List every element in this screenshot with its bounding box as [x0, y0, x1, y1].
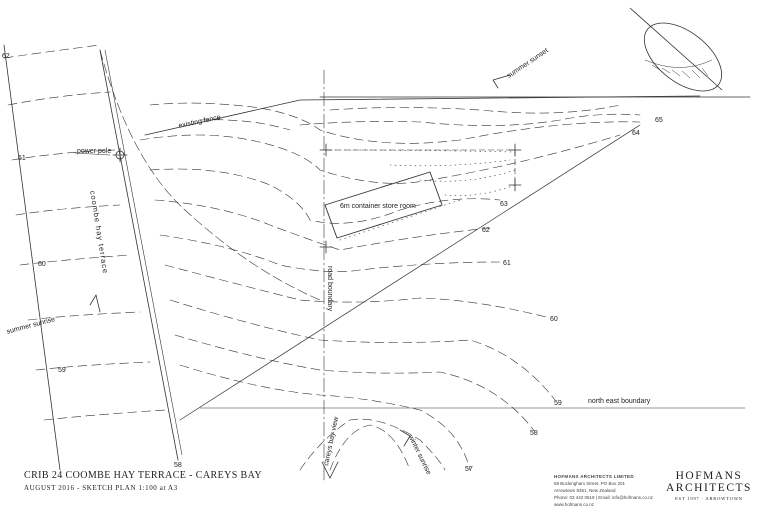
contour-label: 57 [465, 466, 473, 473]
power-pole-icon [112, 147, 128, 163]
contour-label: 63 [500, 201, 508, 208]
upper-boundary-line [99, 49, 321, 301]
street-boundary-line [99, 49, 179, 461]
firm-name: HOFMANS ARCHITECTS LIMITED [554, 474, 634, 479]
contour-label: 60 [550, 316, 558, 323]
contour-label: 61 [503, 260, 511, 267]
firm-address-line: Arrowtown 9351, New Zealand [554, 488, 616, 493]
contour-label: 58 [174, 462, 182, 469]
sun-direction-arrows [89, 74, 511, 479]
drawing-subtitle: AUGUST 2016 - SKETCH PLAN 1:100 at A3 [24, 484, 178, 492]
fence-line [144, 95, 701, 136]
container-store-room [324, 171, 443, 239]
logo-line-2: ARCHITECTS [666, 482, 752, 494]
street-boundary-line [3, 44, 61, 471]
survey-markers [319, 143, 522, 254]
contour-label: 62 [2, 53, 10, 60]
power-pole-label: power pole [77, 148, 112, 155]
contour-lines [3, 44, 641, 471]
logo-line-3: EST 1997 · ARROWTOWN [675, 496, 743, 501]
firm-website: www.hofmans.co.nz [554, 502, 595, 507]
contour-label: 64 [632, 130, 640, 137]
firm-address-line: 59 Buckingham Street, PO Box 201 [554, 481, 626, 486]
north-arrow-icon [629, 7, 723, 92]
contour-label: 59 [58, 367, 66, 374]
diagonal-boundary-line [179, 124, 641, 421]
north-east-boundary-label: north east boundary [588, 398, 651, 405]
logo-line-1: HOFMANS [675, 470, 743, 482]
contour-label: 60 [38, 261, 46, 268]
contour-label: 61 [18, 155, 26, 162]
container-label: 6m container store room [340, 203, 416, 210]
firm-details: HOFMANS ARCHITECTS LIMITED 59 Buckingham… [554, 473, 653, 508]
contour-label: 62 [482, 227, 490, 234]
firm-contact: Phone: 03 442 0519 | Email: info@hofmans… [554, 495, 654, 500]
contour-label: 59 [554, 400, 562, 407]
title-block: CRIB 24 COOMBE HAY TERRACE - CAREYS BAY … [24, 470, 262, 492]
contour-label: 58 [530, 430, 538, 437]
street-boundary-line [104, 49, 183, 456]
road-boundary-label: road boundary [326, 266, 333, 312]
contour-label: 65 [655, 117, 663, 124]
firm-logo: HOFMANS ARCHITECTS EST 1997 · ARROWTOWN [666, 470, 752, 501]
drawing-title: CRIB 24 COOMBE HAY TERRACE - CAREYS BAY [24, 470, 262, 481]
